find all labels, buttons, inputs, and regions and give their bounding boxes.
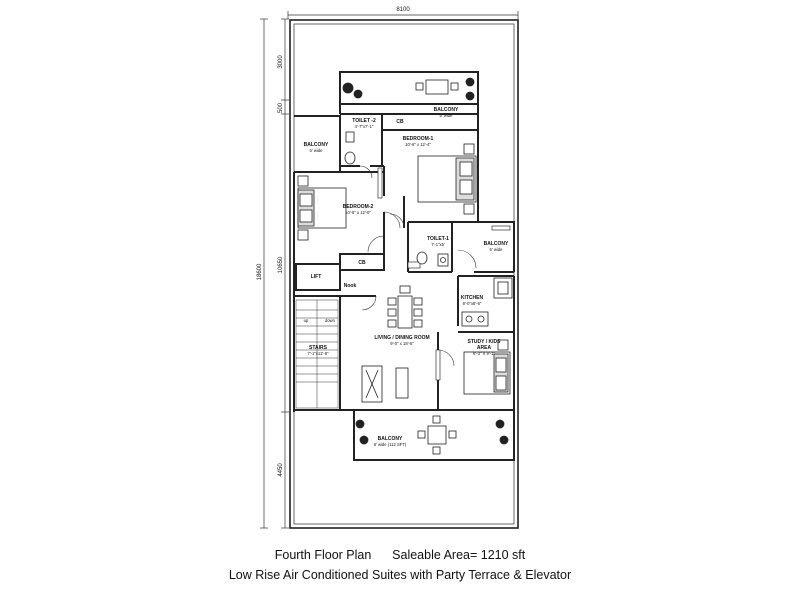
dining-table [387,285,423,329]
label-toilet2: TOILET -2 [352,118,376,124]
dim-depth-bottom: 4450 [278,463,284,477]
size-bedroom2: 10'-6" x 12'-0" [345,210,371,215]
dim-overall-depth: 18600 [257,263,263,280]
size-stairs: 7'-1"x12'-8" [307,351,329,356]
label-balcony-top: BALCONY [434,107,459,113]
dimension-lines [260,11,519,529]
size-balcony-left: 5' wide [310,148,324,153]
label-study-area: AREA [477,345,492,351]
door-swings [359,165,477,367]
size-balcony-bottom: 6' wide (112 SFT) [374,442,407,447]
dim-overall-width: 8100 [396,7,410,13]
size-toilet2: 4'-7"x7'-1" [355,124,374,129]
label-toilet1: TOILET-1 [427,236,449,242]
sofa [361,365,409,403]
windows [377,167,511,381]
size-balcony-right: 5' wide [490,247,504,252]
label-cb2: CB [358,260,366,266]
balcony-top-furniture [342,77,475,101]
caption-saleable-area: Saleable Area= 1210 sft [392,548,526,562]
size-toilet1: 7'-1"x5' [431,242,445,247]
label-living: LIVING / DINING ROOM [374,335,429,341]
label-stairs: STAIRS [309,345,328,351]
toilet-fixtures [344,131,449,267]
dim-depth-top: 3000 [278,55,284,69]
stairs-treads [295,299,339,409]
caption-subtitle: Low Rise Air Conditioned Suites with Par… [228,568,572,582]
label-study: STUDY / KIDS [468,339,502,345]
label-bedroom1: BEDROOM-1 [403,136,434,142]
label-stairs-up: up [304,318,309,323]
size-balcony-top: 5' wide [440,113,454,118]
walls [293,71,515,461]
kitchen-counter [461,277,513,327]
bed-bedroom-2 [297,175,347,241]
bed-study [463,339,511,395]
label-nook: Nook [344,283,357,289]
balcony-bottom-furniture [355,415,509,455]
dim-depth-mid-2: 10650 [278,256,284,273]
size-bedroom1: 10'-6" x 12'-4" [405,142,431,147]
size-study: 8'-3" X 9'-1" [473,351,495,356]
caption-floor-plan: Fourth Floor Plan [274,548,372,562]
label-lift: LIFT [311,274,322,280]
size-kitchen: 8'-0"x8'-6" [463,301,482,306]
label-balcony-left: BALCONY [304,142,329,148]
label-stairs-down: down [325,318,336,323]
label-balcony-bottom: BALCONY [378,436,403,442]
plot-boundary-inner [293,23,515,525]
bed-bedroom-1 [417,143,477,215]
plot-boundary-outer [289,19,519,529]
size-living: 9'-0" x 18'-6" [390,341,414,346]
label-balcony-right: BALCONY [484,241,509,247]
dim-depth-mid-1: 500 [278,102,284,113]
label-bedroom2: BEDROOM-2 [343,204,374,210]
label-cb1: CB [396,119,404,125]
caption-line-1: Fourth Floor Plan Saleable Area= 1210 sf… [0,548,800,562]
label-kitchen: KITCHEN [461,295,484,301]
